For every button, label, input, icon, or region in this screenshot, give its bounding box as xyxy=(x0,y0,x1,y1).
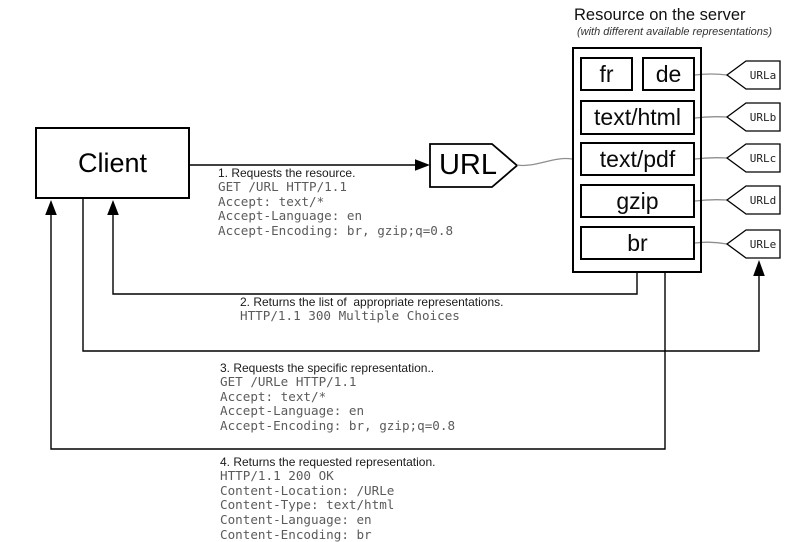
representation-box-texthtml: text/html xyxy=(580,100,695,135)
server-subtitle: (with different available representation… xyxy=(577,26,773,38)
connector-row-texthtml xyxy=(694,116,728,119)
tag-urle-label: URLe xyxy=(749,238,777,251)
code-line: Accept: text/* xyxy=(220,388,327,404)
tag-urle-shape xyxy=(725,229,781,259)
connector-row-br xyxy=(694,241,728,245)
tag-urlc-shape xyxy=(725,143,781,173)
arrowhead-2-icon xyxy=(107,200,119,215)
code-line: Content-Location: /URLe xyxy=(220,482,395,498)
step-4-title: 4. Returns the requested representation. xyxy=(220,455,436,469)
connector-row-fr-de xyxy=(694,73,728,76)
representation-label: fr xyxy=(599,60,614,87)
code-line: GET /URL HTTP/1.1 xyxy=(218,179,347,194)
connector-row-gzip xyxy=(694,199,728,202)
arrow-2-return-list xyxy=(112,214,638,295)
tag-urld-label: URLd xyxy=(749,194,777,207)
code-line: Accept-Language: en xyxy=(218,208,363,224)
connector-url-to-server xyxy=(516,157,573,167)
representation-box-gzip: gzip xyxy=(580,184,695,218)
code-line: HTTP/1.1 300 Multiple Choices xyxy=(240,308,460,323)
code-line: Content-Encoding: br xyxy=(220,526,372,542)
step-3-http-request: GET /URLe HTTP/1.1 Accept: text/* Accept… xyxy=(220,374,456,434)
representation-label: gzip xyxy=(616,187,659,214)
arrow-4-return-representation xyxy=(50,214,666,450)
representation-label: text/html xyxy=(594,104,681,130)
representation-label: br xyxy=(627,229,648,256)
tag-urlc-label: URLc xyxy=(749,152,777,165)
arrowhead-3-icon xyxy=(753,260,765,276)
client-node: Client xyxy=(35,127,190,199)
step-4-http-response: HTTP/1.1 200 OK Content-Location: /URLe … xyxy=(220,468,395,542)
tag-urla-label: URLa xyxy=(749,69,777,82)
url-node-label: URL xyxy=(438,149,497,181)
step-2-http-response: HTTP/1.1 300 Multiple Choices xyxy=(240,308,460,324)
code-line: Content-Type: text/html xyxy=(220,497,395,513)
tag-urlb-label: URLb xyxy=(749,111,777,124)
tag-urlb-shape xyxy=(725,102,781,132)
url-node-shape xyxy=(429,143,519,188)
code-line: Accept-Encoding: br, gzip;q=0.8 xyxy=(218,223,454,239)
connector-row-textpdf xyxy=(694,157,728,160)
representation-box-fr: fr xyxy=(580,57,633,91)
arrowhead-4-icon xyxy=(45,200,57,215)
client-label: Client xyxy=(77,147,148,178)
code-line: HTTP/1.1 200 OK xyxy=(220,468,334,483)
arrow-3-request-specific xyxy=(82,199,760,352)
arrowhead-1-icon xyxy=(415,159,430,171)
code-line: Accept-Language: en xyxy=(220,403,365,419)
step-3-title: 3. Requests the specific representation.… xyxy=(220,361,435,375)
code-line: Accept-Encoding: br, gzip;q=0.8 xyxy=(220,418,456,434)
representation-label: text/pdf xyxy=(599,145,676,172)
step-1-title: 1. Requests the resource. xyxy=(218,166,356,180)
code-line: Content-Language: en xyxy=(220,512,372,528)
representation-box-textpdf: text/pdf xyxy=(580,142,695,176)
tag-urld-shape xyxy=(725,185,781,215)
step-1-http-request: GET /URL HTTP/1.1 Accept: text/* Accept-… xyxy=(218,179,454,239)
code-line: Accept: text/* xyxy=(218,193,325,209)
server-title: Resource on the server xyxy=(574,6,746,24)
tag-urla-shape xyxy=(725,60,781,90)
server-box xyxy=(572,47,702,273)
representation-box-br: br xyxy=(580,226,695,260)
representation-box-de: de xyxy=(642,57,695,91)
code-line: GET /URLe HTTP/1.1 xyxy=(220,374,357,389)
step-2-title: 2. Returns the list of appropriate repre… xyxy=(240,295,504,309)
representation-label: de xyxy=(655,60,682,87)
